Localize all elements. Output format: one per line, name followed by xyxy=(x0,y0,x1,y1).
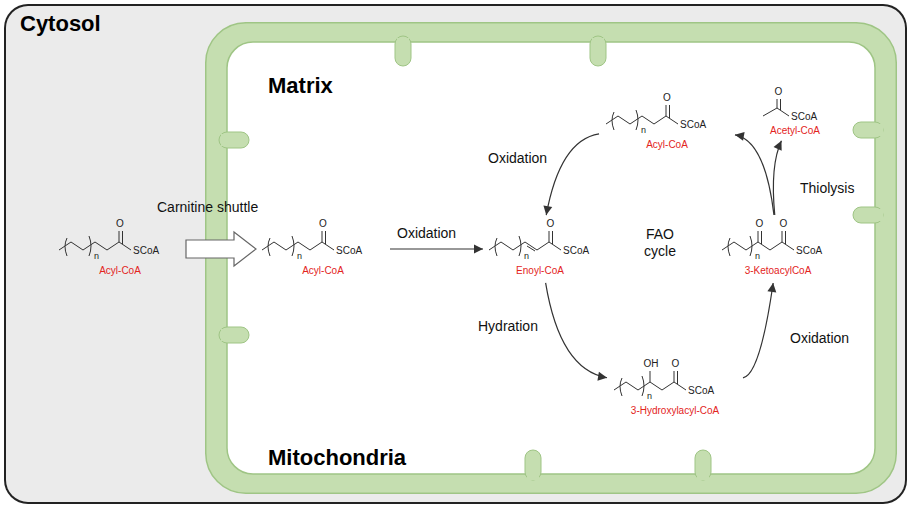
atom-label: SCoA xyxy=(680,119,706,131)
atom-label: SCoA xyxy=(796,245,822,257)
edge-label: Hydration xyxy=(478,318,538,335)
atom-label: SCoA xyxy=(336,245,362,257)
shuttle-arrow xyxy=(186,232,256,266)
molecule-structure: OH On SCoA 3-Hydroxylacyl-CoA xyxy=(610,358,740,420)
molecule-structure: O SCoA nAcyl-CoA xyxy=(602,92,732,154)
atom-label: O xyxy=(775,86,783,98)
reaction-arrow xyxy=(743,283,776,378)
molecule-name: 3-KetoacylCoA xyxy=(745,265,812,277)
atom-label: SCoA xyxy=(563,245,589,257)
atom-label: n xyxy=(94,251,99,262)
atom-label: n xyxy=(297,251,302,262)
region-label: Mitochondria xyxy=(268,445,406,471)
reaction-arrow xyxy=(773,141,781,215)
molecule-name: 3-Hydroxylacyl-CoA xyxy=(631,405,719,417)
atom-label: SCoA xyxy=(133,245,159,257)
edge-label: Oxidation xyxy=(397,225,456,242)
molecule-name: Acyl-CoA xyxy=(646,139,688,151)
mitochondrion: MatrixMitochondriaOSCoAnAcyl-CoAOnSCoAEn… xyxy=(205,22,897,494)
molecule-structure: O SCoA Acetyl-CoA xyxy=(755,86,835,138)
reaction-arrow xyxy=(546,283,607,381)
molecule-name: Acyl-CoA xyxy=(99,265,141,277)
reaction-arrow xyxy=(735,132,774,215)
edge-label: Carnitine shuttle xyxy=(157,199,258,216)
molecule-name: Acyl-CoA xyxy=(302,265,344,277)
atom-label: O xyxy=(663,92,671,104)
atom-label: n xyxy=(755,251,760,262)
region-label: Matrix xyxy=(268,73,333,99)
region-label: Cytosol xyxy=(20,11,101,37)
molecule-name: Acetyl-CoA xyxy=(770,125,820,137)
cytosol-region: CytosolMatrixMitochondriaOSCoAnAcyl-CoAO… xyxy=(6,6,905,502)
atom-label: SCoA xyxy=(688,385,714,397)
atom-label: OH xyxy=(644,358,659,370)
reaction-arrow xyxy=(390,245,483,254)
atom-label: O xyxy=(547,218,555,230)
molecule-structure: O On SCoA 3-KetoacylCoA xyxy=(718,218,838,280)
edge-label: Oxidation xyxy=(790,330,849,347)
atom-label: O xyxy=(756,218,764,230)
edge-label: Oxidation xyxy=(488,150,547,167)
reaction-arrow xyxy=(543,134,599,215)
atom-label: n xyxy=(524,251,529,262)
cycle-label: FAO cycle xyxy=(638,226,682,260)
molecule-structure: O SCoA nAcyl-CoA xyxy=(55,218,185,280)
atom-label: n xyxy=(647,391,652,402)
molecule-structure: O SCoA nAcyl-CoA xyxy=(258,218,388,280)
atom-label: n xyxy=(641,125,646,136)
atom-label: SCoA xyxy=(791,111,817,123)
edge-label: Thiolysis xyxy=(800,180,854,197)
atom-label: O xyxy=(116,218,124,230)
atom-label: O xyxy=(672,358,680,370)
molecule-structure: On SCoA Enoyl-CoA xyxy=(485,218,595,280)
atom-label: O xyxy=(780,218,788,230)
atom-label: O xyxy=(319,218,327,230)
molecule-name: Enoyl-CoA xyxy=(516,265,564,277)
